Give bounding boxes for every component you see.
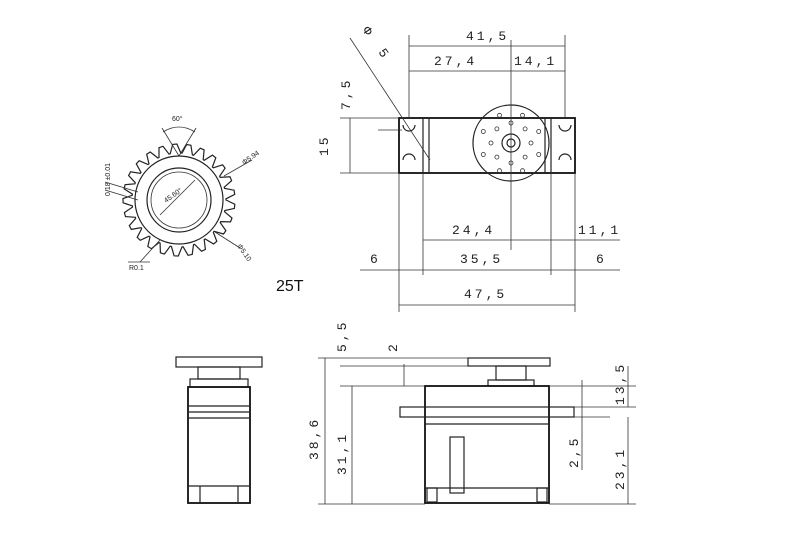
horn-hole xyxy=(520,112,525,118)
dim-body-height: 31,1 xyxy=(335,432,350,475)
horn-hole xyxy=(522,154,528,160)
side-body xyxy=(424,385,550,504)
dim-inner-right: 11,1 xyxy=(578,223,621,238)
slot-left-top xyxy=(402,124,416,132)
inner-dia-leader xyxy=(159,179,196,216)
horn-hole xyxy=(520,168,525,174)
horn-hole xyxy=(494,154,500,160)
side-tabs xyxy=(399,406,575,418)
dim-offset: 7,5 xyxy=(339,78,354,110)
angle-line-right xyxy=(178,127,197,157)
top-view: 41,5 27,4 14,1 Φ 5 7,5 15 24,4 11,1 6 35… xyxy=(317,24,621,312)
tolerance-leader-1 xyxy=(104,181,139,193)
dim-height: 15 xyxy=(317,134,332,156)
gear-radius-label: R0.1 xyxy=(129,265,144,272)
gear-bore-inner xyxy=(150,171,208,229)
dim-body-width: 35,5 xyxy=(460,252,503,267)
hole-leader xyxy=(349,37,431,161)
gear-root-dia-label: Φ5.10 xyxy=(235,243,252,263)
gear-teeth-outline xyxy=(122,143,236,257)
horn-hole xyxy=(528,140,534,146)
dim-total-height: 38,6 xyxy=(307,417,322,460)
gear-hub-outer xyxy=(134,155,224,245)
side-view: 5,5 2 38,6 31,1 13,5 2,5 23,1 xyxy=(307,320,636,505)
radius-leader xyxy=(139,239,161,263)
angle-arc xyxy=(162,126,196,133)
side-horn xyxy=(467,357,551,367)
gear-angle-label: 60° xyxy=(172,115,183,123)
end-body xyxy=(187,386,251,504)
horn-hole xyxy=(497,168,502,174)
dim-tab-right: 6 xyxy=(596,252,607,267)
gear-detail: 60° 0.18 ±0.01 Φ5.94 45.60° Φ5.10 R0.1 2… xyxy=(104,115,304,295)
dim-total-width: 47,5 xyxy=(464,287,507,302)
end-top xyxy=(189,378,249,388)
gear-outer-dia-label: Φ5.94 xyxy=(241,150,261,167)
slot-right-bottom xyxy=(558,153,572,161)
horn-hole xyxy=(480,129,486,134)
horn-hole xyxy=(536,152,542,157)
dim-top-height: 13,5 xyxy=(613,362,628,405)
horn-hole xyxy=(494,126,500,132)
end-horn xyxy=(175,356,263,368)
gear-tolerance-label: 0.18 ±0.01 xyxy=(105,163,112,196)
dim-left-segment: 27,4 xyxy=(434,54,477,69)
dim-lower-height: 23,1 xyxy=(613,447,628,490)
dim-gap: 2 xyxy=(386,341,401,352)
hole-dia: 5 xyxy=(375,46,393,63)
dim-horn-thick: 5,5 xyxy=(335,320,350,352)
horn-hole xyxy=(536,129,542,134)
side-foot-right xyxy=(536,487,548,503)
end-hub xyxy=(197,366,241,380)
horn-hole xyxy=(522,126,528,132)
side-hub xyxy=(495,365,527,381)
gear-bore-outer xyxy=(146,167,212,233)
root-dia-leader xyxy=(214,231,241,249)
slot-right-top xyxy=(558,124,572,132)
horn-hole xyxy=(488,140,494,146)
dim-inner-left: 24,4 xyxy=(452,223,495,238)
dim-tab-thick: 2,5 xyxy=(567,436,582,468)
dim-right-segment: 14,1 xyxy=(514,54,557,69)
end-view xyxy=(175,356,263,504)
outer-dia-leader xyxy=(223,159,253,177)
dim-overall-width: 41,5 xyxy=(466,29,509,44)
tolerance-leader-2 xyxy=(104,189,139,201)
horn-hole xyxy=(497,112,502,118)
side-label-slot xyxy=(449,436,465,494)
hole-phi: Φ xyxy=(359,24,377,41)
horn-hole xyxy=(480,152,486,157)
dim-tab-left: 6 xyxy=(370,252,381,267)
side-foot-left xyxy=(426,487,438,503)
slot-left-bottom xyxy=(402,153,416,161)
gear-teeth-label: 25T xyxy=(276,278,304,295)
angle-line-left xyxy=(161,127,180,157)
